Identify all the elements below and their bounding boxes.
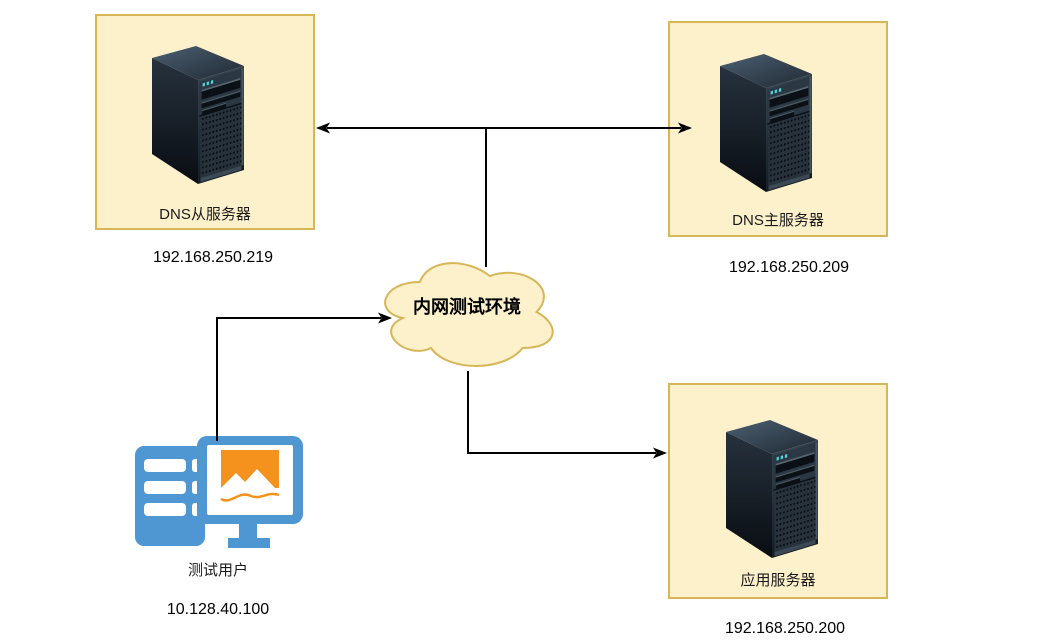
node-ip-dns-master: 192.168.250.209 — [728, 259, 850, 276]
arrowhead-cloud-to-app-icon — [653, 447, 667, 459]
pc-tower-icon — [135, 446, 205, 546]
cloud-shape[interactable] — [384, 262, 554, 367]
node-label-app-server: 应用服务器 — [740, 572, 816, 589]
workstation-icon[interactable] — [135, 436, 303, 556]
monitor-icon — [197, 436, 303, 548]
node-label-test-user: 测试用户 — [187, 562, 248, 579]
node-ip-test-user: 10.128.40.100 — [166, 601, 270, 618]
server-tower-icon — [712, 416, 832, 566]
network-cloud[interactable] — [370, 249, 566, 377]
server-tower-icon — [706, 50, 826, 200]
edge-user-to-cloud — [216, 317, 381, 441]
node-ip-app-server: 192.168.250.200 — [724, 620, 846, 637]
node-label-dns-master: DNS主服务器 — [732, 212, 824, 229]
cloud-label: 内网测试环境 — [413, 297, 521, 317]
arrowhead-left-icon — [316, 122, 330, 134]
server-tower-icon — [138, 42, 258, 192]
node-label-dns-slave: DNS从服务器 — [159, 206, 251, 223]
node-ip-dns-slave: 192.168.250.219 — [152, 249, 274, 266]
edge-cloud-to-app-server — [467, 371, 656, 454]
